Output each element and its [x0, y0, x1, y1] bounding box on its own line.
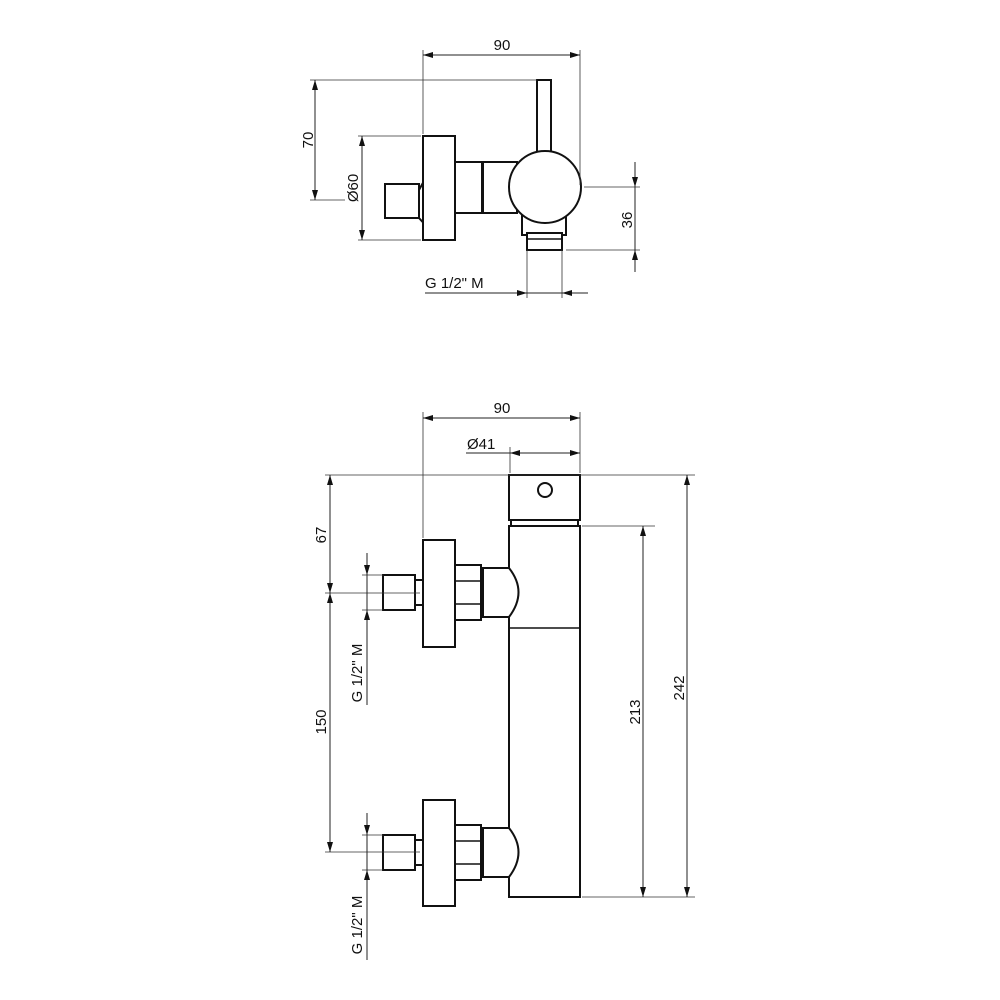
nut — [454, 161, 483, 214]
flange — [422, 799, 456, 907]
dimension-outlet-thread: G 1/2" M — [425, 275, 484, 292]
thread — [382, 574, 416, 611]
dimension-overall-height: 242 — [671, 675, 688, 700]
dimension-outlet-offset: 36 — [619, 212, 636, 229]
outlet-thread — [526, 232, 563, 251]
flange — [422, 539, 456, 648]
thread — [382, 834, 416, 871]
dimension-body-height: 213 — [627, 699, 644, 724]
front-view: 90 Ø41 67 150 G 1/2" M G 1/2" M 213 242 — [313, 400, 695, 960]
dimension-width: 90 — [494, 400, 511, 417]
elbow — [482, 567, 520, 618]
valve-body — [508, 150, 582, 224]
thread-neck — [414, 839, 424, 866]
lower-inlet — [382, 799, 520, 907]
dimension-lower-inlet-thread: G 1/2" M — [349, 896, 366, 955]
dimension-upper-inlet-thread: G 1/2" M — [349, 644, 366, 703]
dimension-body-diameter: Ø41 — [467, 436, 495, 453]
wall-flange — [422, 135, 456, 241]
nut — [454, 564, 482, 621]
inlet-thread — [384, 183, 420, 219]
thermostat-body — [508, 525, 581, 898]
thread-neck — [414, 579, 424, 606]
elbow — [482, 827, 520, 878]
dimension-inlet-spacing: 150 — [313, 709, 330, 734]
dimension-top-to-inlet: 67 — [313, 527, 330, 544]
dimension-height: 70 — [300, 132, 317, 149]
top-view: 90 70 Ø60 36 G 1/2" M — [300, 37, 640, 298]
cap-hole — [537, 482, 553, 498]
lever-handle — [536, 79, 552, 153]
dimension-flange-diameter: Ø60 — [345, 174, 362, 202]
dimension-width: 90 — [494, 37, 511, 54]
upper-inlet — [382, 539, 520, 648]
nut — [454, 824, 482, 881]
